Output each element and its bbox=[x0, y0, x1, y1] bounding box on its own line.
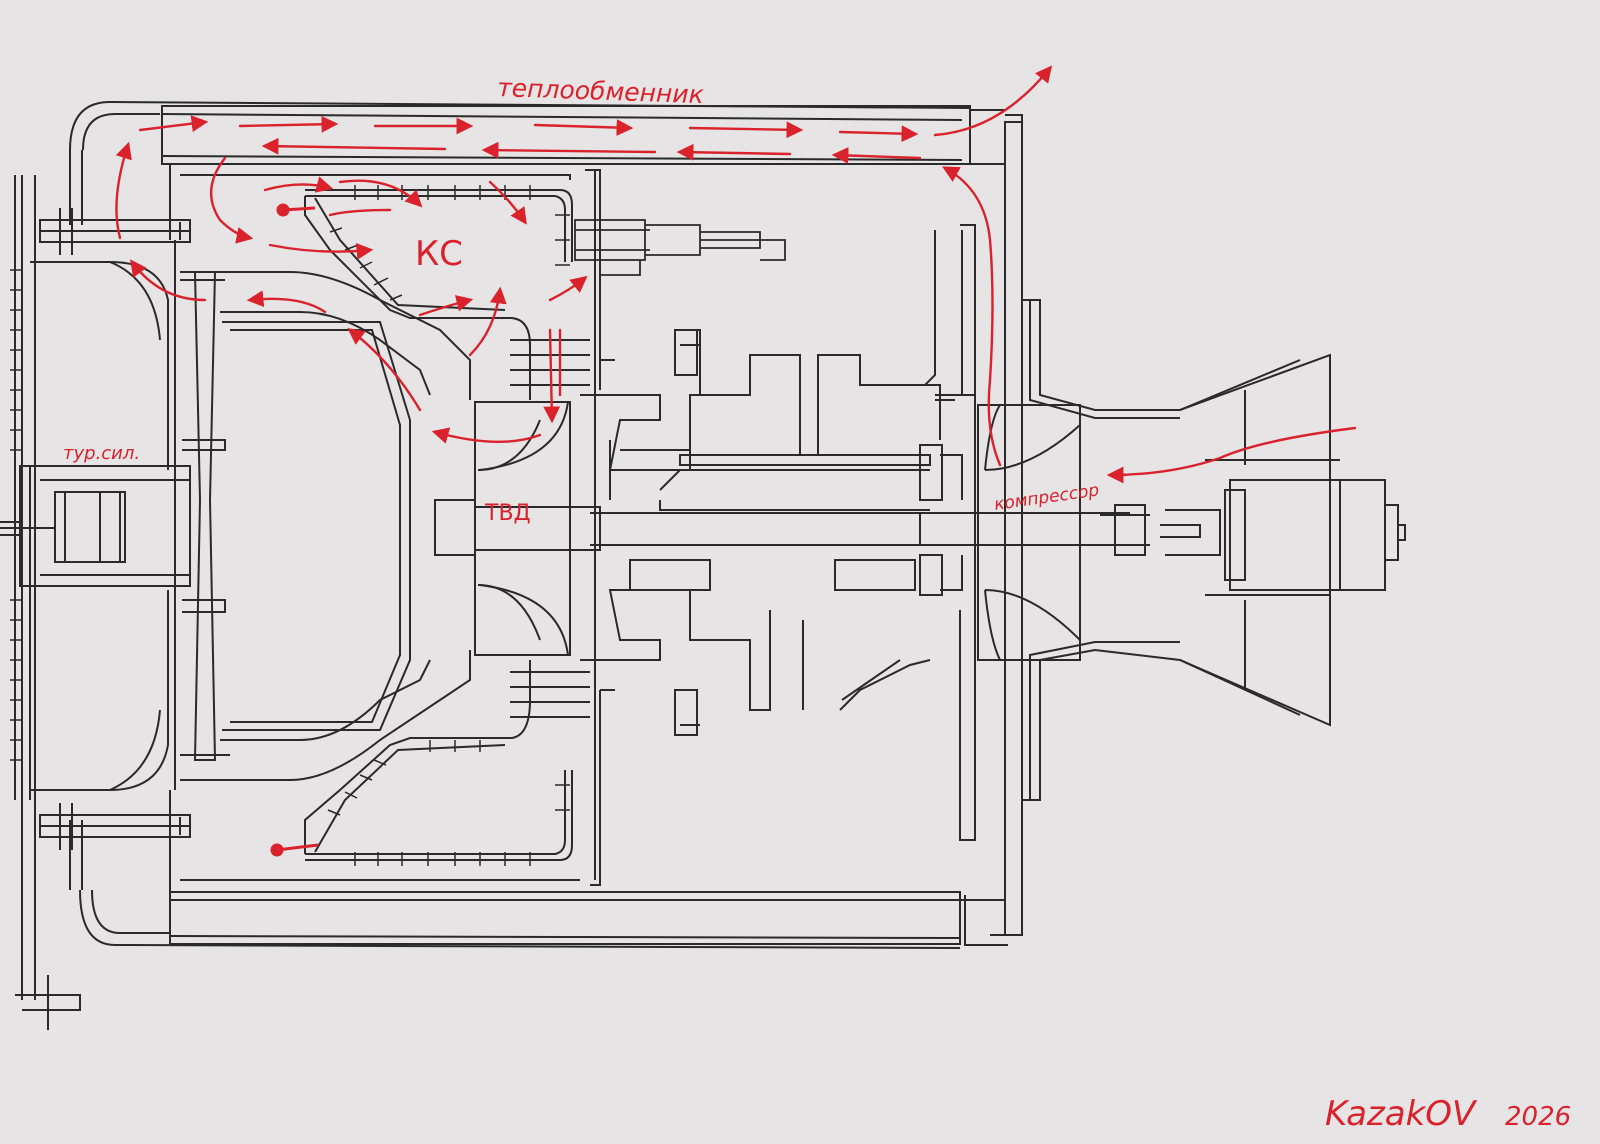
label-compressor: компрессор bbox=[993, 480, 1101, 515]
label-signature: KazakOV bbox=[1325, 1094, 1478, 1134]
flow-arrow bbox=[418, 295, 474, 317]
flow-arrow bbox=[481, 141, 657, 159]
outer-casing-left bbox=[69, 150, 83, 225]
left-end-plate bbox=[14, 175, 36, 1000]
shaft-nut bbox=[1114, 504, 1146, 556]
fuel-injector bbox=[574, 219, 786, 276]
outer-casing-bottom bbox=[79, 889, 961, 949]
power-turbine-volute-top bbox=[30, 261, 169, 470]
flow-arrow bbox=[246, 290, 327, 314]
flow-arrow bbox=[548, 275, 588, 302]
label-year: 2026 bbox=[1505, 1102, 1571, 1132]
exhaust-arrow bbox=[933, 65, 1053, 137]
combustion-liner-bottom bbox=[305, 770, 573, 861]
label-power-turbine: тур.сил. bbox=[63, 443, 140, 464]
bolt-bottom-left bbox=[39, 803, 191, 850]
bearing-housing-top bbox=[580, 354, 941, 471]
engine-linework bbox=[0, 100, 1406, 1030]
flow-arrow bbox=[688, 121, 804, 139]
power-turbine-volute-bottom bbox=[30, 590, 169, 791]
turbine-duct-bottom bbox=[180, 650, 471, 781]
flow-arrow bbox=[130, 259, 207, 302]
heat-exchanger-top bbox=[161, 105, 971, 165]
flow-arrow bbox=[209, 156, 254, 244]
flow-arrow bbox=[261, 137, 447, 155]
label-heat-exchanger: теплообменник bbox=[497, 73, 704, 109]
hp-turbine-hub bbox=[434, 499, 476, 556]
flow-arrow bbox=[543, 328, 561, 424]
right-flange bbox=[1004, 121, 1023, 936]
compressor-shroud-top bbox=[1022, 299, 1331, 801]
flow-arrow bbox=[138, 115, 209, 132]
flow-arrow bbox=[263, 176, 334, 193]
flow-arrow bbox=[268, 242, 374, 260]
flow-arrow bbox=[838, 125, 919, 143]
compressor-outlet-arrow bbox=[942, 166, 1002, 467]
hp-turbine-wheel bbox=[474, 401, 571, 656]
flow-arrow bbox=[115, 141, 132, 240]
inner-casing-right bbox=[585, 169, 601, 886]
support-cone bbox=[222, 321, 411, 731]
flow-arrow bbox=[468, 286, 507, 357]
bolt-top-left bbox=[39, 208, 191, 255]
power-turbine-disk bbox=[193, 271, 217, 761]
flow-arrow bbox=[533, 119, 634, 136]
flow-arrows bbox=[115, 65, 1357, 484]
igniter-top bbox=[276, 203, 316, 217]
flow-arrow bbox=[488, 180, 527, 225]
turbine-duct-top bbox=[180, 271, 471, 400]
flow-arrow bbox=[676, 143, 792, 161]
flow-arrow bbox=[431, 427, 542, 444]
main-shaft bbox=[590, 512, 1130, 546]
coupling bbox=[1160, 509, 1221, 556]
flow-arrow bbox=[831, 147, 922, 164]
label-combustion-chamber: КС bbox=[415, 234, 463, 274]
flow-arrow bbox=[328, 208, 392, 217]
power-turbine-shaft bbox=[19, 465, 191, 587]
flow-arrow bbox=[347, 327, 422, 412]
inlet-bellmouth bbox=[1179, 359, 1301, 716]
combustion-liner-top bbox=[305, 189, 573, 262]
igniter-bottom bbox=[270, 843, 319, 857]
intake-arrow bbox=[1106, 426, 1357, 484]
label-hp-turbine: ТВД bbox=[484, 501, 531, 526]
outer-casing-top bbox=[69, 100, 971, 151]
starter-motor bbox=[1229, 479, 1386, 591]
flow-arrow bbox=[238, 115, 339, 133]
flow-arrow bbox=[338, 179, 423, 208]
heat-exchanger-bottom bbox=[169, 891, 961, 945]
